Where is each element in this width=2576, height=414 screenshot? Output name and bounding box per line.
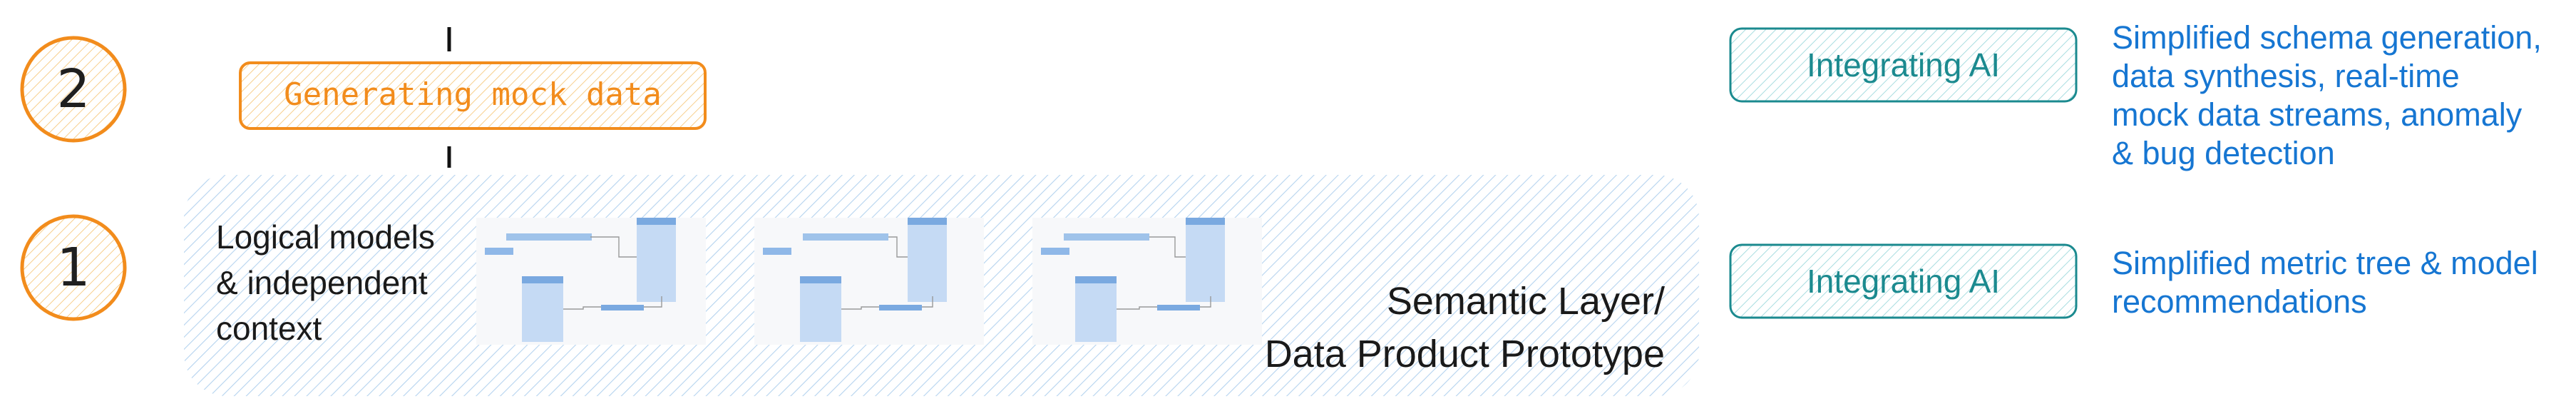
thumbnail-data-model-2: [754, 218, 984, 345]
thumbnail-data-model-3: [1032, 218, 1262, 345]
thumbnail-data-model-1: [476, 218, 706, 345]
ai-note-1: Simplified schema generation, data synth…: [2112, 19, 2542, 171]
logical-models-label: Logical models & independent context: [216, 218, 435, 347]
step-circle-2: [20, 36, 127, 143]
ai-note-2: Simplified metric tree & model recommend…: [2112, 245, 2538, 320]
ai-button-bg-2: [1729, 243, 2078, 319]
integrating-ai-button-1[interactable]: Integrating AI: [1806, 46, 2001, 84]
mock-data-label: Generating mock data: [284, 76, 662, 113]
step-number-1: 1: [56, 237, 91, 298]
ai-button-bg-1: [1729, 27, 2078, 103]
step-circle-1: [20, 214, 127, 321]
mock-data-box: [239, 61, 707, 130]
integrating-ai-button-2[interactable]: Integrating AI: [1806, 263, 2001, 300]
semantic-layer-label: Semantic Layer/ Data Product Prototype: [1264, 280, 1665, 375]
step-number-2: 2: [56, 59, 91, 120]
